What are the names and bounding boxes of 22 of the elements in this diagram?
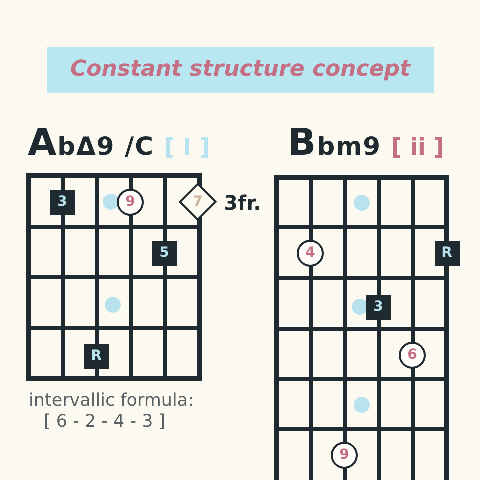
square-note-marker: R (434, 240, 460, 266)
chord-name: AbΔ9 /C (28, 124, 154, 161)
circle-note-marker: 6 (399, 342, 426, 368)
circle-note-marker: 9 (117, 188, 144, 216)
circle-note-marker: 9 (331, 442, 358, 468)
chord-name: Bbm9 (288, 124, 382, 161)
roman-numeral: [ I ] (164, 137, 210, 160)
interval-formula: [ 6 - 2 - 4 - 3 ] (44, 413, 166, 432)
roman-numeral: [ ii ] (392, 137, 444, 160)
square-note-marker: R (84, 344, 109, 368)
fret-number-label: 3fr. (224, 193, 262, 213)
formula-caption: intervallic formula: (29, 392, 194, 412)
circle-note-marker: 4 (297, 240, 324, 266)
note-dot-icon (103, 194, 119, 210)
square-note-marker: 3 (366, 294, 391, 320)
square-note-marker: 5 (152, 240, 177, 266)
square-note-marker: 3 (50, 190, 75, 214)
note-dot-icon (354, 397, 370, 413)
note-dot-icon (105, 297, 121, 313)
diamond-note-marker: 7 (179, 183, 217, 221)
note-dot-icon (354, 195, 370, 211)
title-banner: Constant structure concept (47, 47, 434, 93)
